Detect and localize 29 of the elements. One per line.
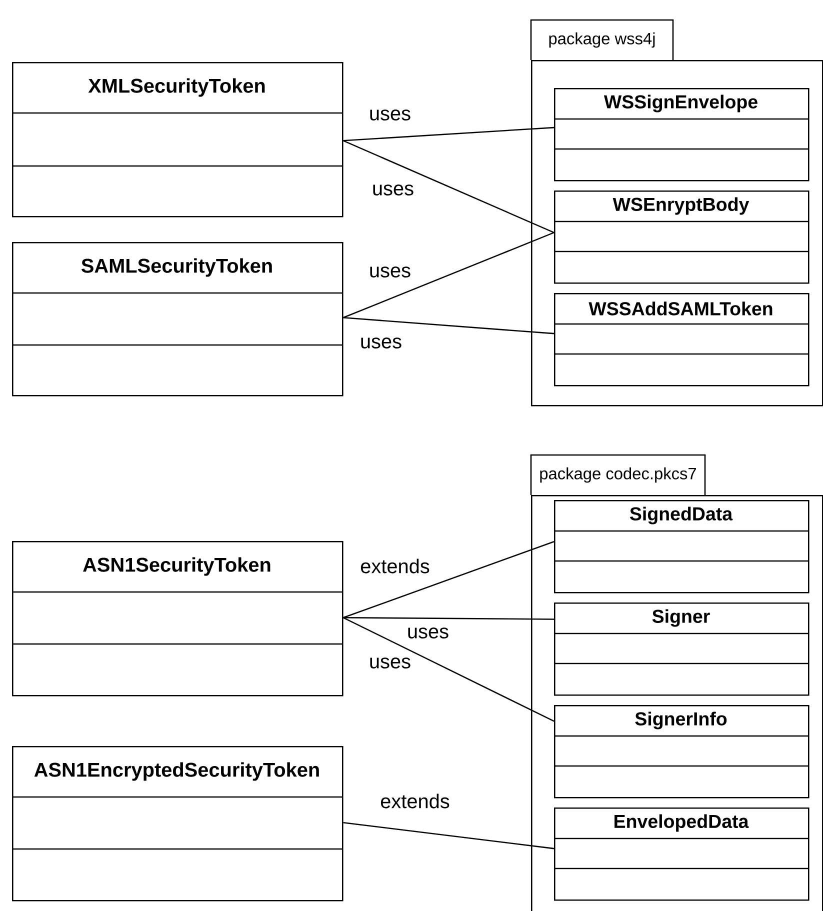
class-box: WSEnryptBody	[554, 190, 810, 284]
connector-line	[343, 140, 554, 234]
edge-label: uses	[358, 336, 404, 350]
connector-line	[343, 317, 554, 334]
class-box: WSSAddSAMLToken	[554, 293, 810, 386]
class-box: SAMLSecurityToken	[12, 242, 344, 396]
connector-line	[343, 822, 554, 850]
class-box: EnvelopedData	[554, 808, 810, 901]
class-box: XMLSecurityToken	[12, 62, 344, 218]
class-box: WSSignEnvelope	[554, 88, 810, 182]
edge-label: uses	[368, 656, 412, 670]
edge-label: uses	[406, 626, 450, 640]
connector-line	[343, 540, 554, 618]
connector-line	[343, 232, 554, 318]
class-box: SignerInfo	[554, 705, 810, 798]
class-box: SignedData	[554, 500, 810, 594]
edge-label: extends	[378, 792, 452, 810]
class-box: ASN1SecurityToken	[12, 541, 344, 696]
node-label: package codec.pkcs7	[540, 467, 696, 483]
class-box: ASN1EncryptedSecurityToken	[12, 746, 344, 902]
edge-label: uses	[370, 183, 416, 197]
node-label: package wss4j	[549, 32, 655, 48]
edge-label: extends	[358, 558, 432, 574]
edge-label: uses	[368, 265, 412, 279]
connector-line	[343, 617, 554, 620]
class-box: Signer	[554, 602, 810, 696]
connector-line	[343, 126, 554, 142]
connector-line	[343, 617, 554, 722]
edge-label: uses	[368, 108, 412, 122]
